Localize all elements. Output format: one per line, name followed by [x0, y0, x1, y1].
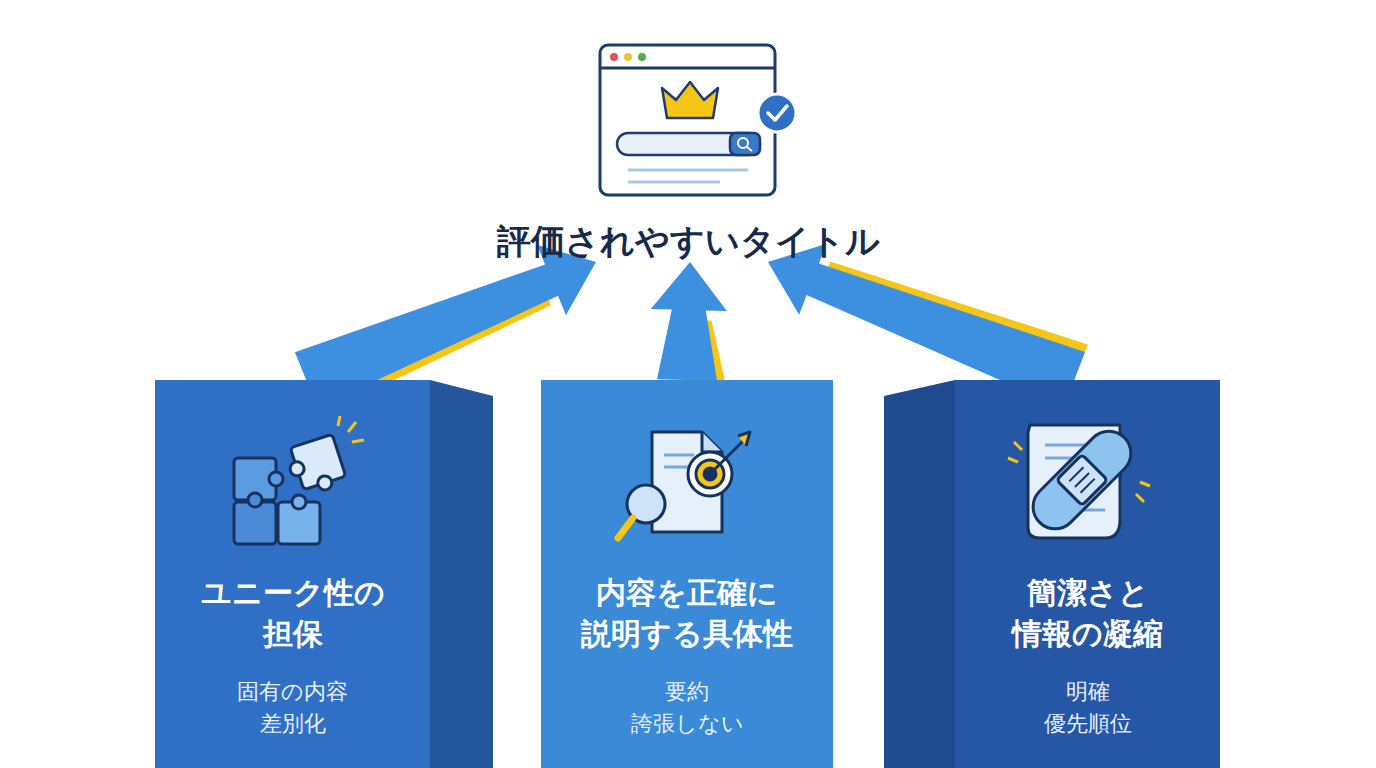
- title-node: 評価されやすいタイトル: [488, 220, 888, 262]
- arrow-connector: [651, 262, 727, 381]
- pillar-box: 簡潔さと 情報の凝縮明確 優先順位: [955, 380, 1220, 768]
- pillar-box: ユニーク性の 担保固有の内容 差別化: [155, 380, 430, 768]
- scroll-bandage-icon: [1008, 422, 1150, 538]
- pillar-box: 内容を正確に 説明する具体性要約 誇張しない: [541, 380, 833, 768]
- arrow-body: [651, 262, 727, 381]
- pillar-heading: 内容を正確に 説明する具体性: [561, 572, 813, 655]
- pillar-heading: ユニーク性の 担保: [177, 572, 409, 655]
- title-label: 評価されやすいタイトル: [488, 220, 888, 262]
- pillar-side-face: [430, 380, 493, 768]
- browser-icon: [600, 45, 796, 195]
- document-target-icon: [618, 432, 750, 538]
- pillar-heading: 簡潔さと 情報の凝縮: [1002, 572, 1174, 655]
- pillar-side-face: [884, 380, 955, 768]
- pillar-keywords: 明確 優先順位: [1033, 676, 1143, 740]
- puzzle-icon: [234, 416, 364, 544]
- pillar-keywords: 固有の内容 差別化: [223, 676, 363, 740]
- pillar-keywords: 要約 誇張しない: [622, 676, 752, 740]
